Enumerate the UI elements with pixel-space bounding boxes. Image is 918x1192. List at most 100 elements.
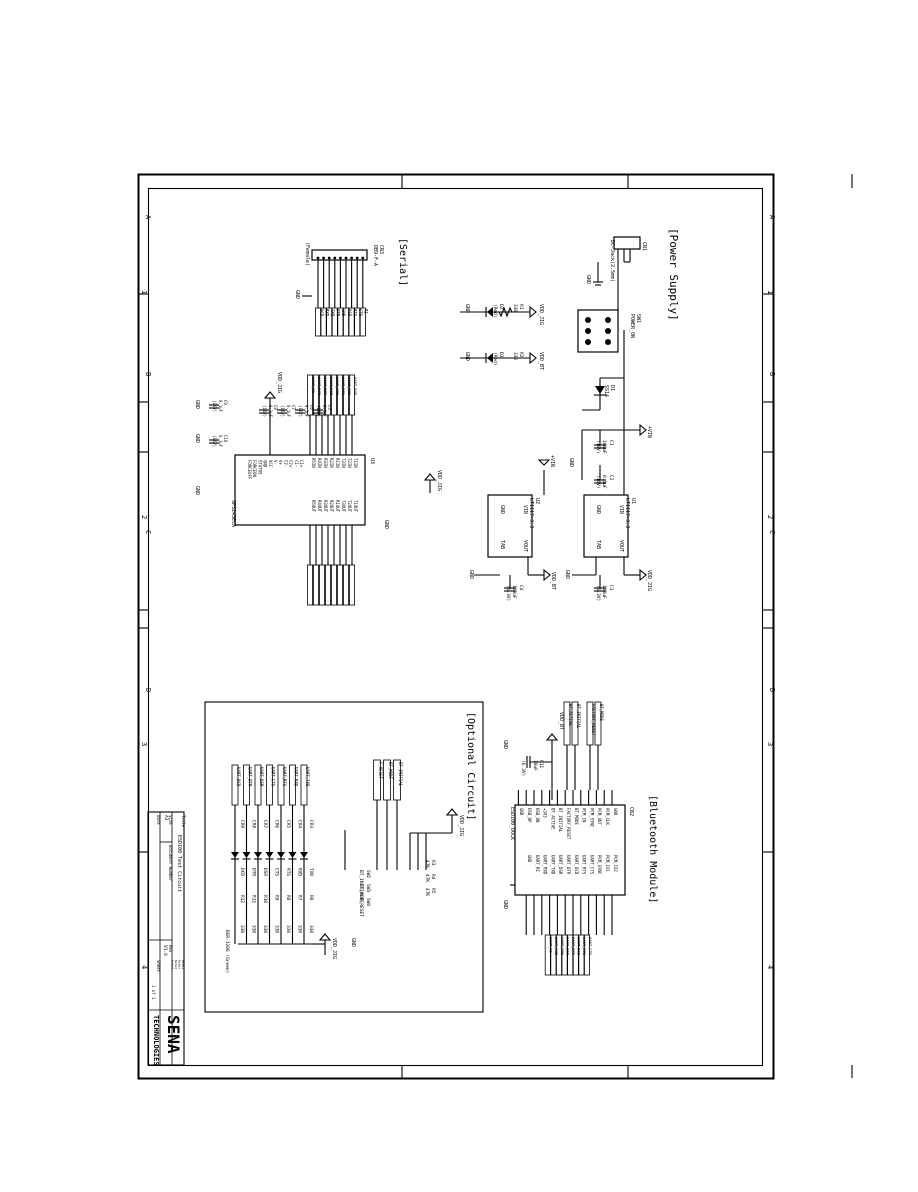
rev-value: V1.0 — [162, 945, 168, 956]
tb-note-0: Note1 — [181, 960, 185, 969]
tb-note-3: Note4 — [171, 960, 175, 969]
d2-color: (Red) — [492, 304, 498, 318]
zone-row-right-4: 4 — [766, 965, 774, 969]
bt-bottom-net-1: UART_RTS — [582, 937, 587, 956]
cap-c7-ref: C7 — [291, 405, 296, 410]
sw1-switch — [577, 309, 619, 353]
u3-net-left-uart_dcd: UART_DCD — [317, 377, 322, 396]
cap-c9-ref: C9 — [223, 400, 228, 405]
bt-bottom-net-5: UART_TXD — [560, 937, 565, 956]
u3-right-pin-r5out: R5OUT — [311, 500, 316, 513]
optional-circuit-box — [204, 701, 484, 1013]
bt-right-pin-9: UART_RXD — [543, 855, 548, 875]
u3-vdd: VDD_JIG — [436, 470, 442, 491]
opt-led-res-2: R8 — [285, 895, 291, 901]
bt-top-flag — [586, 701, 594, 746]
u3-net-left-uart_cts: UART_CTS — [335, 377, 340, 396]
bt-left-pin-9: +3V3 — [543, 808, 548, 818]
opt-led-resval-0: 330 — [308, 925, 314, 933]
u1-pin-tab: TAB — [595, 540, 601, 549]
opt-led-resval-4: 330 — [262, 925, 268, 933]
vin-label: +VIN — [646, 426, 652, 438]
serial-pin-ri: RI — [364, 309, 369, 314]
opt-res-r3: R3 — [430, 860, 436, 866]
c4-value: 100uF — [511, 585, 517, 599]
bt-left-pin-10: USB_DN — [535, 808, 540, 823]
cap-c7-value: 0.1uF — [286, 405, 291, 418]
bt-right-pin-6: UART_DTR — [566, 855, 571, 875]
bt-right-pin-7: UART_DSR — [558, 855, 563, 875]
u1-ref: U1 — [630, 498, 636, 504]
bt-bottom-net-6: UART_RXD — [554, 937, 559, 956]
u2-regulator — [487, 494, 533, 558]
title-text: ESD100 Test Circuit — [176, 835, 182, 892]
led-part: BGR-1206 (Green) — [224, 930, 230, 973]
u3-right-pin-r2out: R2OUT — [329, 500, 334, 513]
u3-part: SP3243ECA — [230, 500, 236, 527]
cap-c6-ref: C6 — [309, 405, 314, 410]
opt-led-signal-5: DTR — [251, 868, 257, 876]
opt-led-ref-5: CR8 — [251, 820, 257, 828]
serial-pin-dot — [350, 256, 353, 260]
opt-led-signal-6: DCD — [239, 868, 245, 876]
u2-vin: +VIN — [549, 455, 555, 467]
opt-res-r5: R5 — [430, 888, 436, 894]
u3-misc-pin-1: C1- — [294, 460, 299, 467]
opt-res-r5-value: 47K — [424, 888, 430, 896]
r2-ref: R2 — [518, 352, 524, 358]
opt-led-diode — [288, 852, 297, 858]
cn2-ref: CN2 — [628, 807, 634, 816]
zone-col-bottom-A: A — [768, 215, 776, 220]
u1-regulator — [583, 494, 629, 558]
zone-col-top-A: A — [144, 215, 152, 220]
opt-led-signal-2: RTS — [285, 868, 291, 876]
u3-right-pin-r3out: R3OUT — [323, 500, 328, 513]
rev-label: Rev — [168, 945, 173, 953]
r1-value: 330 — [512, 304, 518, 312]
opt-led-resval-5: 330 — [251, 925, 257, 933]
opt-led-diode — [277, 852, 285, 858]
tb-note-2: Note3 — [174, 960, 178, 969]
bt-right-pin-0: PCM_IO2 — [613, 855, 618, 872]
cap-c6-value: 0.1uF — [304, 405, 309, 418]
u3-left-pin-r2in: R2IN — [329, 458, 334, 468]
cn3-note: (Female) — [304, 242, 310, 266]
cap-c8-ref: C8 — [273, 405, 278, 410]
u3-net-flag-right — [330, 564, 337, 606]
u3-net-flag-left — [324, 374, 331, 416]
u3-net-left-uart_rts: UART_RTS — [341, 377, 346, 396]
size-value: A3 — [163, 815, 169, 821]
u3-vdd-left: VDD_JIG — [276, 372, 282, 393]
d3-ref: D3 — [498, 352, 504, 358]
opt-led-ref-1: CR4 — [297, 820, 303, 828]
bt-gnd-2: GND — [502, 900, 508, 909]
cap-c10-ref: C10 — [223, 435, 228, 443]
cn1-connector — [613, 236, 641, 250]
bt-vdd: VDD_BT — [558, 712, 564, 730]
led-bt-rail: VDD_BT — [538, 352, 544, 370]
u3-net-flag-left — [312, 374, 319, 416]
sheet-label: Sheet — [156, 960, 161, 973]
cap-c10-rating: (16V) — [212, 435, 217, 447]
opt-led-signal-0: TXD — [308, 868, 314, 876]
r1-ref: R1 — [518, 304, 524, 310]
zone-col-top-C: C — [144, 530, 152, 534]
zone-row-left-1: 1 — [140, 290, 148, 294]
serial-pin-dot — [333, 256, 337, 260]
led-indicator-jig: VDD_JIG R1 330 D2 (Red) GND — [460, 304, 544, 325]
u3-net-list: UART_RXDUART_TXDUART_RTSUART_CTSUART_DSR… — [306, 374, 358, 606]
c4-rating: (6.3V) — [505, 585, 511, 601]
opt-led-net-6: UART_DCD — [236, 767, 241, 787]
sw1-ref: SW1 — [635, 314, 641, 323]
sw1-part: POWER_ON — [629, 314, 635, 338]
u1-pin-vout: VOUT — [618, 540, 624, 552]
opt-res-r4-value: 47K — [424, 874, 430, 882]
u3-right-pin-r4out: R4OUT — [317, 500, 322, 513]
sena-logo: SENA TECHNOLOGIES — [152, 1015, 183, 1066]
cap-c9-value: 0.1uF — [218, 400, 223, 413]
u3-gnd-1: GND — [194, 400, 200, 409]
c11-ref: C11 — [538, 760, 544, 768]
opt-switch-net-1: BT_MODE — [388, 762, 393, 779]
